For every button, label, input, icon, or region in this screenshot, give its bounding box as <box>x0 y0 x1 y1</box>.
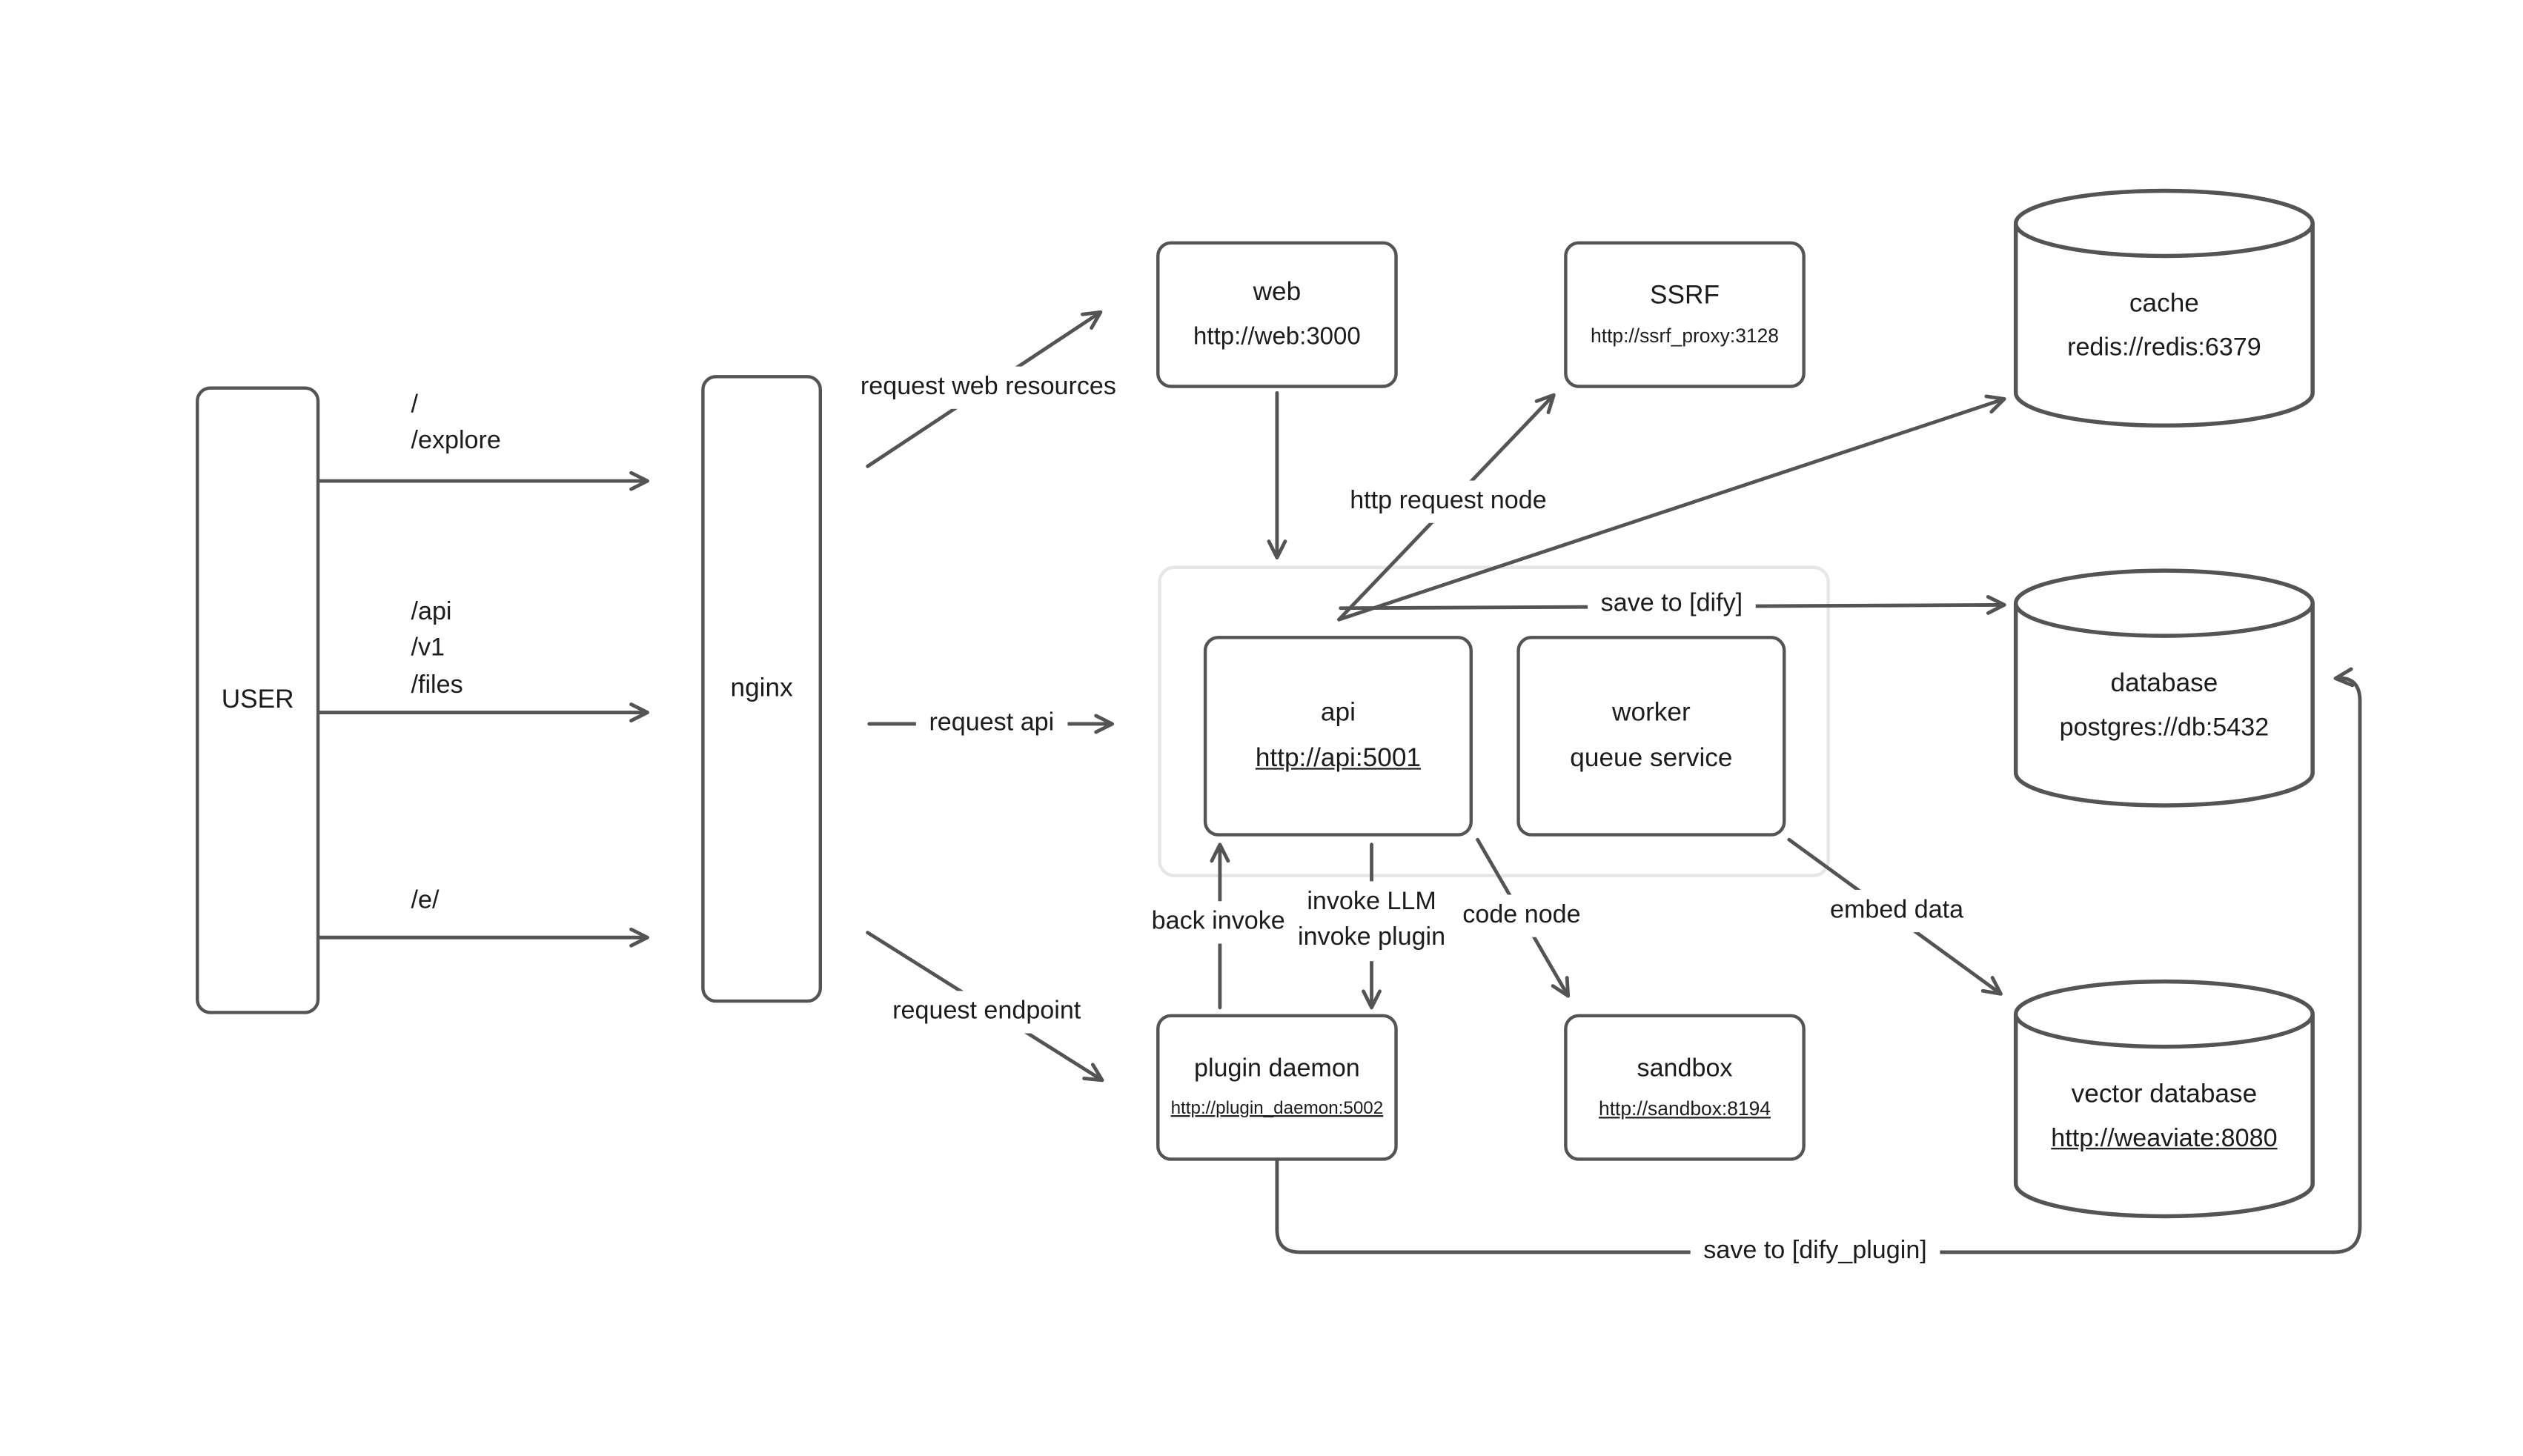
edge-label-save-to-dify: save to [dify] <box>1588 583 1756 627</box>
edge-label-save-to-dify-plugin: save to [dify_plugin] <box>1690 1230 1940 1274</box>
node-database[interactable]: database postgres://db:5432 <box>2012 568 2315 809</box>
node-vector-database-title: vector database <box>2071 1080 2258 1108</box>
edge-label-http-request-node: http request node <box>1336 480 1560 524</box>
node-nginx[interactable]: nginx <box>701 375 823 1003</box>
route-path-api: /api <box>411 598 452 626</box>
node-web[interactable]: web http://web:3000 <box>1156 241 1398 388</box>
node-cache-url: redis://redis:6379 <box>2067 333 2261 362</box>
node-api[interactable]: api http://api:5001 <box>1203 636 1473 837</box>
node-plugin-daemon-title: plugin daemon <box>1194 1054 1360 1083</box>
node-sandbox[interactable]: sandbox http://sandbox:8194 <box>1564 1014 1806 1161</box>
node-vector-database-url-link[interactable]: http://weaviate:8080 <box>2051 1124 2278 1153</box>
node-vector-database[interactable]: vector database http://weaviate:8080 <box>2012 978 2315 1220</box>
node-database-url: postgres://db:5432 <box>2059 714 2270 742</box>
node-web-url: http://web:3000 <box>1193 322 1361 351</box>
edge-label-back-invoke: back invoke <box>1138 901 1299 945</box>
node-cache-title: cache <box>2129 289 2199 318</box>
route-path-root: / <box>411 391 418 419</box>
edge-label-request-endpoint: request endpoint <box>879 991 1094 1034</box>
node-ssrf-url: http://ssrf_proxy:3128 <box>1591 325 1779 348</box>
node-cache[interactable]: cache redis://redis:6379 <box>2012 187 2315 429</box>
edge-label-invoke-plugin: invoke plugin <box>1297 924 1446 953</box>
route-labels-bottom: /e/ <box>411 884 440 920</box>
node-plugin-daemon-url-link[interactable]: http://plugin_daemon:5002 <box>1170 1098 1384 1118</box>
cylinder-icon <box>2013 568 2315 808</box>
node-worker[interactable]: worker queue service <box>1516 636 1786 837</box>
node-ssrf-title: SSRF <box>1650 282 1720 310</box>
node-user[interactable]: USER <box>196 386 320 1014</box>
cylinder-icon <box>2013 188 2315 428</box>
node-nginx-label: nginx <box>730 674 793 703</box>
route-path-explore: /explore <box>411 428 501 456</box>
node-ssrf[interactable]: SSRF http://ssrf_proxy:3128 <box>1564 241 1806 388</box>
edge-label-request-web-resources: request web resources <box>847 366 1130 410</box>
node-database-title: database <box>2110 669 2218 697</box>
route-labels-top: / /explore <box>411 388 501 462</box>
edge-label-embed-data: embed data <box>1817 889 1977 934</box>
edge-label-code-node: code node <box>1449 894 1594 938</box>
node-user-label: USER <box>221 686 294 714</box>
route-path-v1: /v1 <box>411 634 445 663</box>
node-api-title: api <box>1320 699 1356 727</box>
edge-label-invoke-llm: invoke LLM <box>1307 888 1436 916</box>
edge-label-request-api: request api <box>915 702 1067 746</box>
cylinder-icon <box>2013 979 2315 1219</box>
route-path-e: /e/ <box>411 887 440 915</box>
edge-label-invoke: invoke LLM invoke plugin <box>1284 881 1459 962</box>
node-sandbox-url-link[interactable]: http://sandbox:8194 <box>1599 1097 1771 1120</box>
node-plugin-daemon[interactable]: plugin daemon http://plugin_daemon:5002 <box>1156 1014 1398 1161</box>
route-path-files: /files <box>411 671 463 699</box>
node-web-title: web <box>1253 279 1302 307</box>
route-labels-middle: /api /v1 /files <box>411 595 463 705</box>
node-api-url-link[interactable]: http://api:5001 <box>1255 745 1421 773</box>
node-sandbox-title: sandbox <box>1637 1054 1733 1082</box>
node-worker-subtitle: queue service <box>1570 744 1733 772</box>
node-worker-title: worker <box>1612 699 1691 728</box>
